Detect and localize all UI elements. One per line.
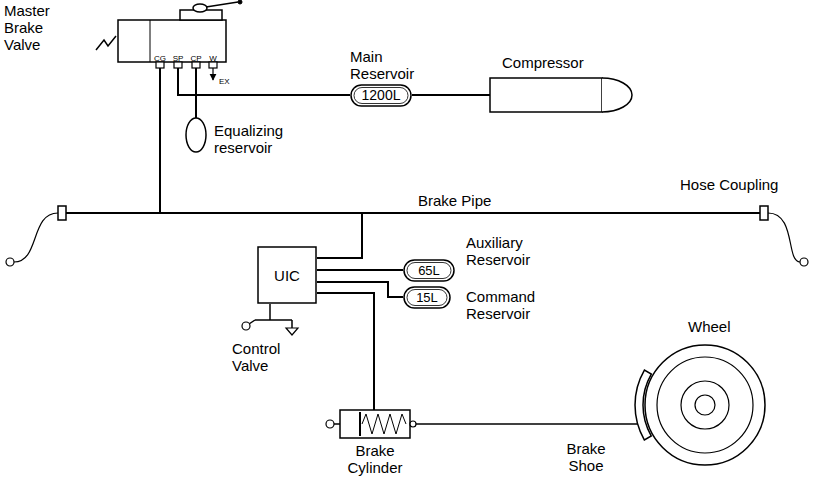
equalizing-reservoir [186, 118, 206, 152]
wheel [645, 345, 765, 465]
part-label: Master Brake Valve [4, 2, 50, 53]
label-holder: Hose Coupling [680, 176, 778, 194]
label-holder: CP [190, 47, 201, 65]
air-line [317, 282, 403, 297]
valve-lever [206, 2, 238, 7]
wheel-hub [695, 395, 715, 415]
equalizing-pipe [195, 68, 197, 118]
hose [14, 213, 58, 262]
hose-coupling [58, 206, 66, 220]
label-holder: SP [173, 47, 184, 65]
brake-pipe [62, 212, 763, 214]
part-label: Auxiliary Reservoir [466, 234, 530, 268]
reservoir-oval: 15L [403, 286, 451, 309]
compressor-body [490, 78, 602, 112]
port-label: EX [219, 77, 230, 87]
node-text: 15L [416, 289, 438, 306]
hose-coupling [760, 206, 768, 220]
part-label: Brake Shoe [566, 440, 605, 474]
oval-inner-outline [407, 262, 451, 278]
hose-end [6, 258, 14, 266]
valve-divider [150, 20, 151, 62]
wheel-disc [681, 381, 729, 429]
rod-joint [410, 421, 416, 427]
valve-knob [193, 4, 207, 12]
label-holder: Equalizing reservoir [214, 122, 283, 157]
part-label: Compressor [502, 54, 584, 71]
label-holder: Master Brake Valve [4, 2, 50, 54]
part-label: Wheel [688, 318, 731, 335]
lever-ball [238, 0, 242, 4]
compressor-dome [602, 78, 632, 112]
label-holder: Brake Pipe [418, 192, 491, 210]
label-holder: Brake Shoe [566, 440, 605, 475]
hose [768, 213, 800, 262]
capacity-text: UIC [274, 267, 300, 284]
oval-inner-outline [407, 289, 447, 305]
valve-stem [269, 304, 271, 320]
main-reservoir-pipe [178, 68, 350, 95]
capacity-text: 1200L [362, 87, 401, 104]
part-label: Control Valve [232, 340, 280, 374]
brake-shoe [635, 370, 651, 440]
node-text: 65L [418, 262, 440, 279]
valve-box-outline [258, 247, 316, 303]
release-handle [249, 320, 255, 324]
label-holder: Control Valve [232, 340, 280, 375]
compressor-pipe [412, 94, 490, 96]
oval-outline [351, 85, 411, 106]
exhaust-arrow [212, 68, 213, 80]
capacity-text: 15L [416, 289, 438, 306]
oval-inner-outline [354, 87, 408, 103]
oval-outline [404, 260, 454, 281]
label-holder: Brake Cylinder [347, 442, 402, 477]
piston [359, 412, 361, 436]
label-holder: Wheel [688, 318, 731, 336]
exhaust-symbol [286, 328, 298, 335]
wheel-tread [657, 357, 753, 453]
label-holder: W [209, 47, 217, 65]
label-holder: EX [219, 70, 230, 88]
port-label: CG [154, 54, 166, 64]
part-label: Equalizing reservoir [214, 122, 283, 156]
oval-outline [404, 287, 450, 308]
electric-symbol [96, 36, 116, 50]
node-text: UIC [274, 267, 300, 284]
clevis-pin [326, 420, 334, 428]
control-valve-box: UIC [257, 246, 317, 304]
part-label: Brake Pipe [418, 192, 491, 209]
port-label: SP [173, 54, 184, 64]
air-line [317, 269, 403, 271]
brake-pipe-feed [159, 68, 161, 213]
port-label: W [209, 54, 217, 64]
branch-pipe [317, 213, 362, 258]
reservoir-oval: 1200L [350, 84, 412, 107]
label-holder: Compressor [502, 54, 584, 72]
node-text: 1200L [362, 87, 401, 104]
spring [362, 414, 406, 434]
release-ring [242, 322, 250, 330]
valve-bar [255, 319, 292, 321]
port-label: CP [190, 54, 201, 64]
part-label: Command Reservoir [466, 288, 535, 322]
label-holder: Auxiliary Reservoir [466, 234, 530, 269]
label-holder: CG [154, 47, 166, 65]
capacity-text: 65L [418, 262, 440, 279]
push-rod [410, 423, 638, 425]
part-label: Hose Coupling [680, 176, 778, 193]
part-label: Main Reservoir [350, 48, 414, 82]
cylinder-pipe [317, 293, 374, 410]
part-label: Brake Cylinder [347, 442, 402, 476]
label-holder: Command Reservoir [466, 288, 535, 323]
reservoir-oval: 65L [403, 259, 455, 282]
exhaust-stem [291, 320, 293, 328]
brake-cylinder [340, 410, 410, 438]
hose-end [800, 258, 808, 266]
label-holder: Main Reservoir [350, 48, 414, 83]
clevis [334, 423, 340, 425]
